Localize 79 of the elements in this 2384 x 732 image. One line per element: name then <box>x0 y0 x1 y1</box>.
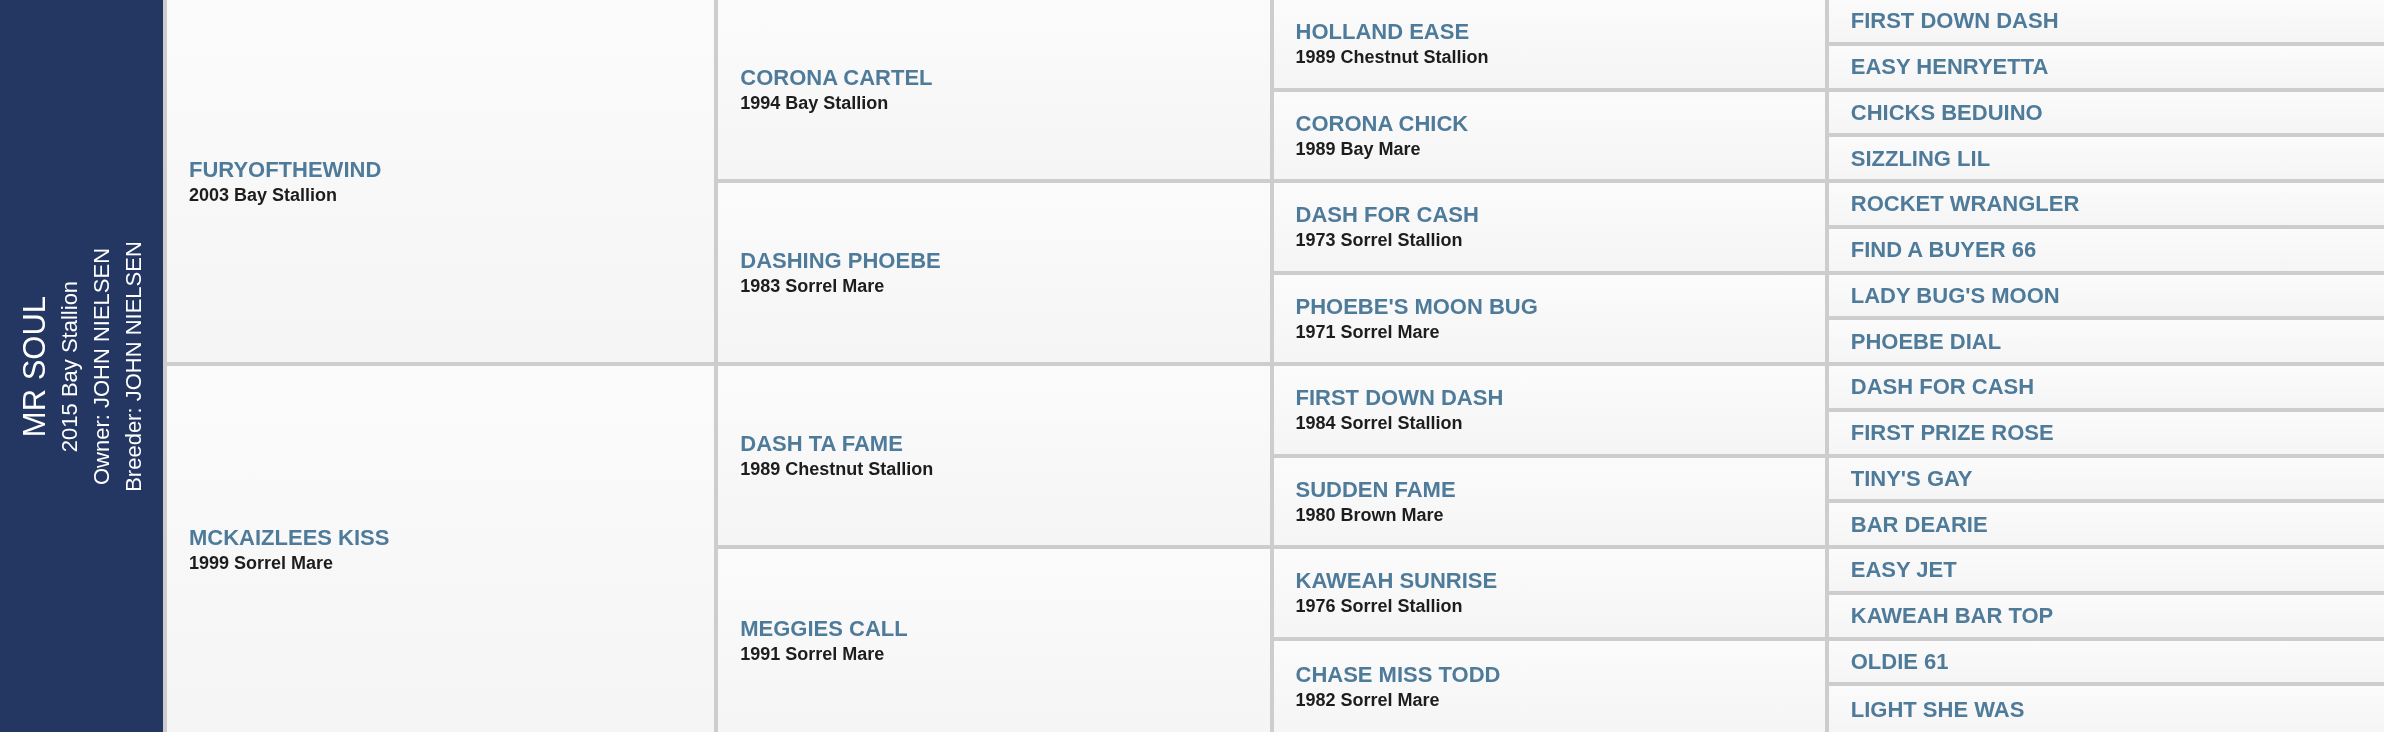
subject-panel <box>0 0 163 732</box>
horse-name: LIGHT SHE WAS <box>1850 695 2025 723</box>
horse-name: MR SOUL <box>14 295 52 437</box>
horse-name: FURYOFTHEWIND <box>189 155 382 183</box>
ancestor-card <box>1273 640 1829 732</box>
ancestor-card <box>1828 91 2384 138</box>
ancestor-card <box>1273 549 1829 641</box>
horse-details: 1980 Brown Mare <box>1295 503 1444 527</box>
horse-name: EASY JET <box>1850 556 1957 584</box>
horse-name: CHICKS BEDUINO <box>1850 98 2043 126</box>
breeder-text: Breeder: JOHN NIELSEN <box>118 240 146 492</box>
horse-name: FIND A BUYER 66 <box>1850 236 2037 264</box>
horse-name: OLDIE 61 <box>1850 647 1949 675</box>
horse-details: 1989 Bay Mare <box>1295 137 1421 161</box>
horse-name: FIRST DOWN DASH <box>1850 7 2059 35</box>
ancestor-card <box>1828 45 2384 92</box>
horse-name: EASY HENRYETTA <box>1850 53 2049 81</box>
horse-name: DASH FOR CASH <box>1295 201 1479 229</box>
ancestor-card <box>1828 411 2384 458</box>
horse-details: 1976 Sorrel Stallion <box>1295 595 1463 619</box>
ancestor-card <box>1828 640 2384 687</box>
horse-name: FIRST DOWN DASH <box>1295 384 1504 412</box>
ancestor-card <box>718 183 1274 366</box>
horse-name: PHOEBE'S MOON BUG <box>1295 292 1538 320</box>
horse-details: 1991 Sorrel Mare <box>740 643 885 666</box>
horse-details: 1973 Sorrel Stallion <box>1295 229 1463 253</box>
ancestor-card <box>1828 594 2384 641</box>
ancestor-card <box>1273 91 1829 183</box>
horse-details: 1984 Sorrel Stallion <box>1295 412 1463 436</box>
horse-name: LADY BUG'S MOON <box>1850 281 2060 309</box>
horse-name: FIRST PRIZE ROSE <box>1850 419 2054 447</box>
horse-name: CHASE MISS TODD <box>1295 660 1501 688</box>
horse-details: 1989 Chestnut Stallion <box>740 458 934 481</box>
ancestor-card <box>718 0 1274 183</box>
ancestor-card <box>1273 183 1829 275</box>
horse-name: KAWEAH SUNRISE <box>1295 567 1498 595</box>
ancestor-card <box>163 0 719 366</box>
horse-name: CORONA CARTEL <box>740 64 933 91</box>
ancestor-card <box>1273 366 1829 458</box>
horse-name: MEGGIES CALL <box>740 615 908 642</box>
ancestor-card <box>1273 274 1829 366</box>
owner-text: Owner: JOHN NIELSEN <box>86 247 114 485</box>
ancestor-card <box>163 366 719 732</box>
horse-name: DASHING PHOEBE <box>740 247 941 274</box>
horse-name: PHOEBE DIAL <box>1850 327 2002 355</box>
horse-name: DASH FOR CASH <box>1850 373 2035 401</box>
horse-name: HOLLAND EASE <box>1295 18 1470 46</box>
ancestor-card <box>1828 549 2384 595</box>
horse-details: 1971 Sorrel Mare <box>1295 320 1440 344</box>
ancestor-card <box>1273 457 1829 549</box>
ancestor-card <box>1828 183 2384 229</box>
horse-details: 1982 Sorrel Mare <box>1295 688 1440 712</box>
ancestor-card <box>1828 274 2384 321</box>
ancestor-card <box>1828 320 2384 366</box>
horse-name: ROCKET WRANGLER <box>1850 190 2080 218</box>
horse-name: DASH TA FAME <box>740 430 903 457</box>
horse-details: 2015 Bay Stallion <box>54 280 83 452</box>
ancestor-card <box>1828 228 2384 275</box>
horse-name: SUDDEN FAME <box>1295 475 1456 503</box>
ancestor-card <box>1828 457 2384 504</box>
ancestor-card <box>1828 0 2384 46</box>
ancestor-card <box>1828 137 2384 183</box>
horse-details: 1983 Sorrel Mare <box>740 275 885 298</box>
ancestor-card <box>1828 366 2384 412</box>
horse-name: TINY'S GAY <box>1850 464 1973 492</box>
horse-name: CORONA CHICK <box>1295 109 1469 137</box>
horse-details: 1999 Sorrel Mare <box>189 551 334 575</box>
ancestor-card <box>1273 0 1829 92</box>
horse-details: 2003 Bay Stallion <box>189 183 338 207</box>
horse-name: SIZZLING LIL <box>1850 144 1991 172</box>
ancestor-card <box>1828 686 2384 732</box>
horse-name: KAWEAH BAR TOP <box>1850 602 2054 630</box>
ancestor-card <box>718 366 1274 549</box>
horse-details: 1994 Bay Stallion <box>740 92 889 115</box>
ancestor-card <box>718 549 1274 732</box>
ancestor-card <box>1828 503 2384 549</box>
horse-name: MCKAIZLEES KISS <box>189 523 390 551</box>
horse-details: 1989 Chestnut Stallion <box>1295 46 1489 70</box>
horse-name: BAR DEARIE <box>1850 510 1988 538</box>
